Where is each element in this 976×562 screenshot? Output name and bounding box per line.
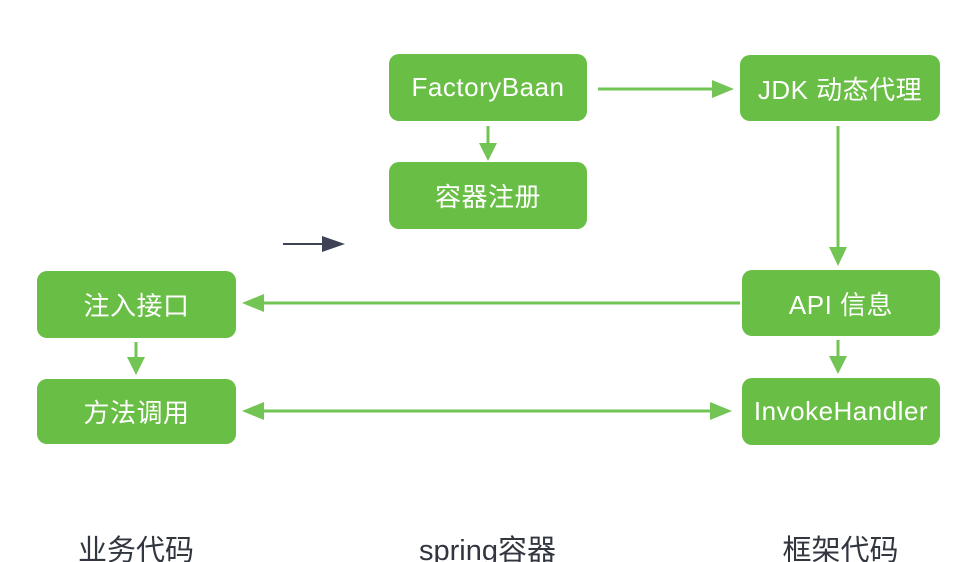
node-container-register: 容器注册 — [389, 162, 587, 229]
node-inject-interface: 注入接口 — [37, 271, 236, 338]
edge-business-to-spring-arrow — [283, 236, 345, 252]
panel-label-framework-code: 框架代码 — [782, 535, 899, 562]
node-invoke-handler: InvokeHandler — [742, 378, 940, 445]
panel-label-spring-container: spring容器 — [419, 535, 556, 562]
node-factory-baan: FactoryBaan — [389, 54, 587, 121]
panel-label-business-code: 业务代码 — [77, 535, 194, 562]
node-method-call: 方法调用 — [37, 379, 236, 444]
node-api-info: API 信息 — [742, 270, 940, 336]
arrowhead-right-icon — [322, 236, 345, 252]
node-jdk-dynamic-proxy: JDK 动态代理 — [740, 55, 940, 121]
